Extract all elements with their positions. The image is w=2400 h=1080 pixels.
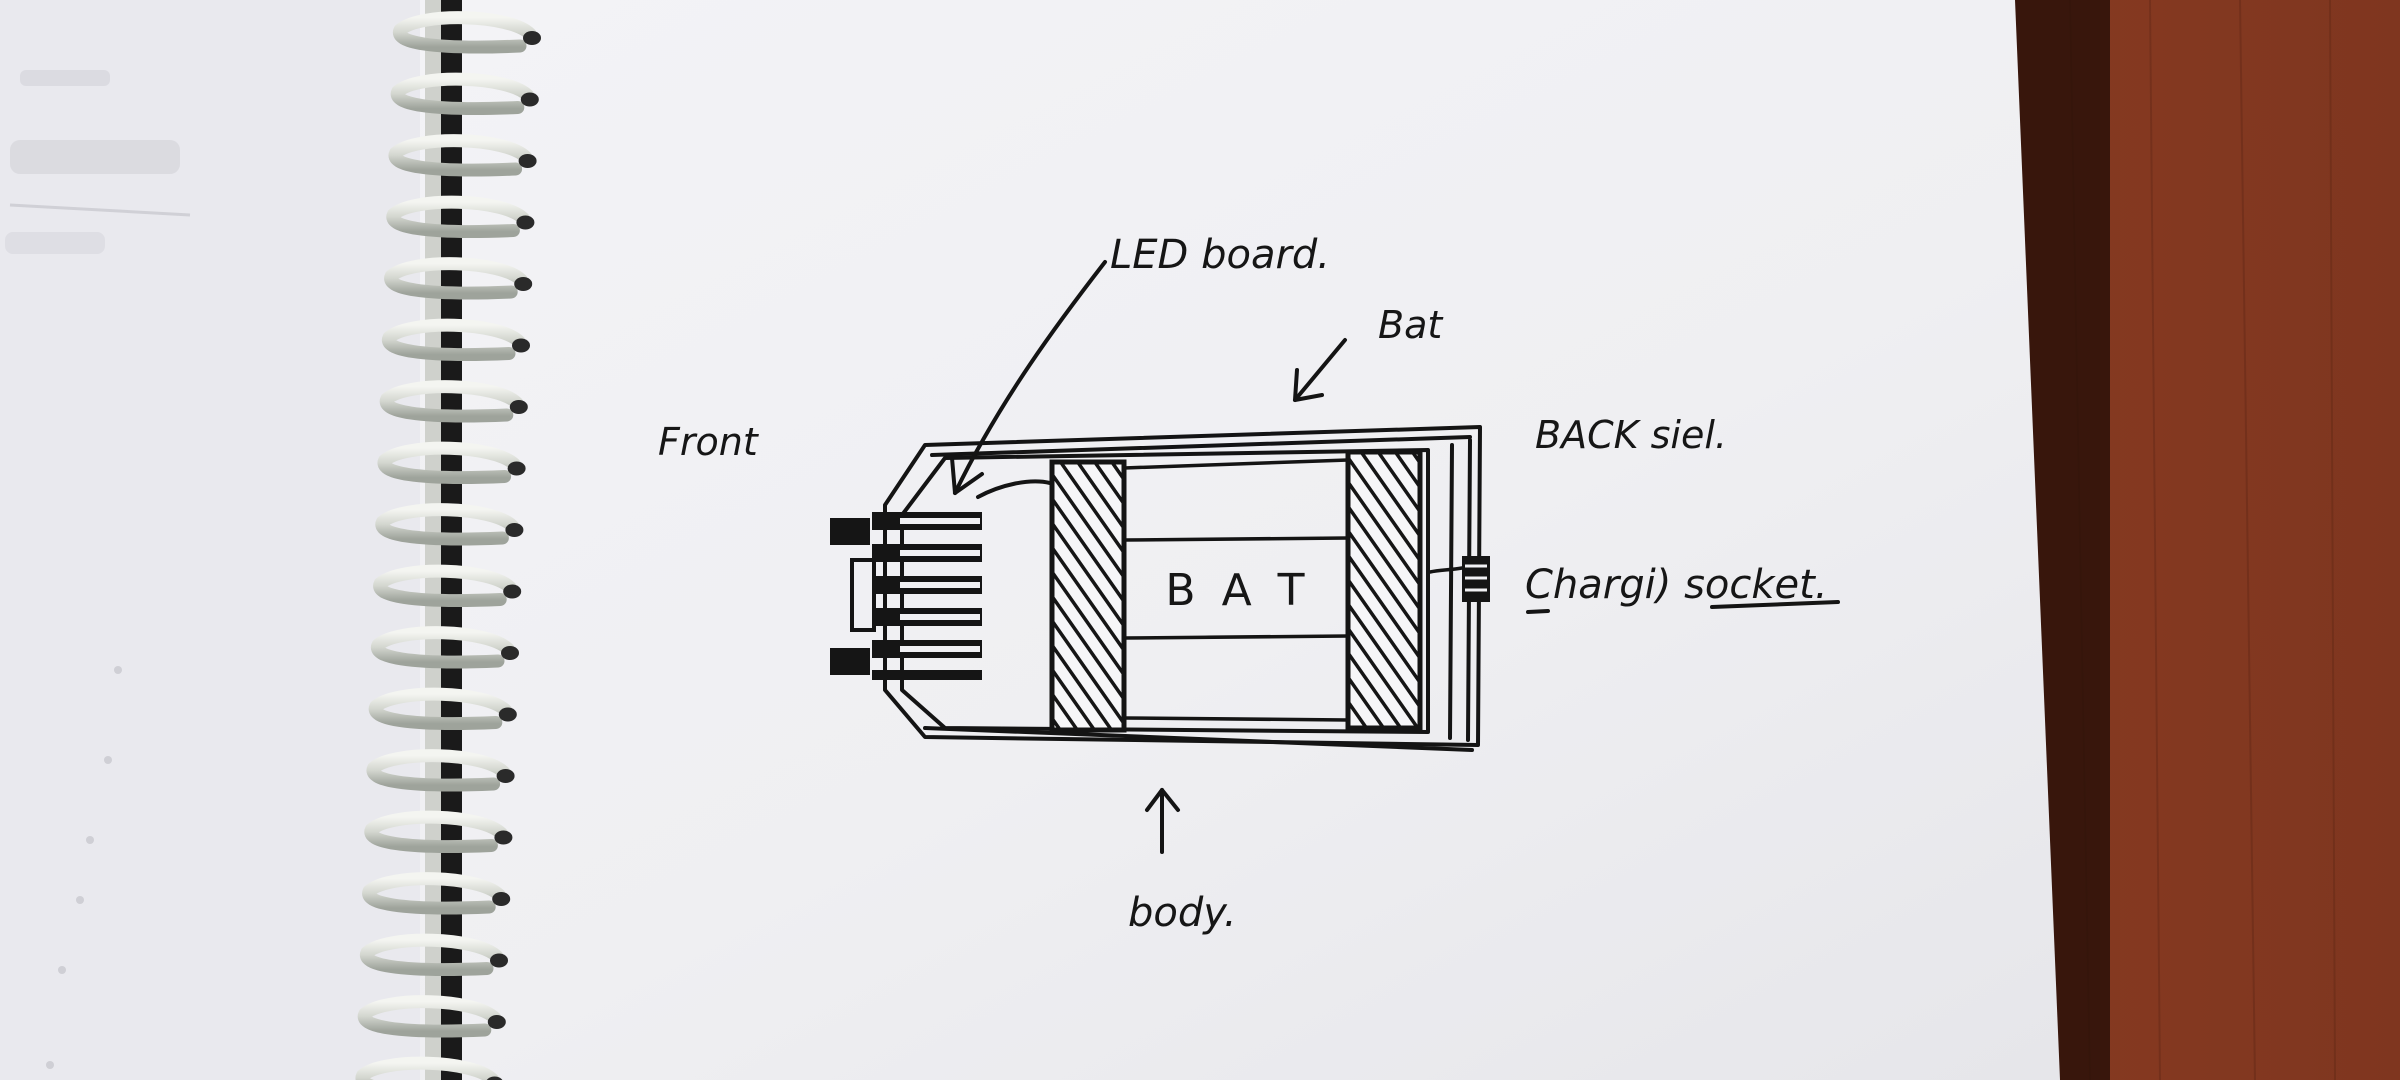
device-body-outline — [883, 425, 1482, 752]
spiral-ring — [362, 872, 506, 915]
binding-hole — [498, 707, 517, 722]
charging-underline-1 — [1526, 609, 1550, 614]
binding-hole — [486, 1076, 503, 1080]
spiral-ring — [366, 749, 511, 792]
spiral-ring — [364, 810, 508, 854]
spiral-ring — [355, 1056, 500, 1080]
left-page-faint-writing — [5, 70, 191, 1069]
led-board-arrowhead — [950, 456, 984, 495]
spiral-ring — [384, 257, 528, 300]
spiral-ring — [379, 380, 524, 423]
binding-hole — [505, 523, 524, 537]
binding-hole — [516, 215, 535, 230]
spiral-ring — [375, 503, 519, 546]
charging-underline-2 — [1710, 600, 1840, 609]
spiral-ring — [373, 564, 517, 608]
binding-hole — [496, 769, 515, 783]
bat-arrow — [1293, 338, 1347, 402]
battery-label: B A T — [1165, 565, 1310, 616]
back-side-label: BACK siel. — [1535, 413, 1727, 457]
binding-hole — [514, 277, 533, 291]
battery-terminal-left — [1049, 459, 1127, 733]
spiral-ring — [393, 11, 537, 54]
binding-hole — [518, 154, 537, 168]
battery-terminal-right — [1345, 449, 1423, 731]
binding-hole — [520, 92, 539, 107]
spiral-ring — [371, 626, 515, 669]
binding-hole — [507, 461, 526, 476]
spiral-ring — [390, 72, 535, 116]
bat-pointer-label: Bat — [1378, 303, 1444, 347]
body-arrowhead — [1145, 788, 1180, 812]
binding-hole — [512, 338, 530, 353]
spiral-ring — [357, 995, 502, 1038]
binding-hole — [503, 584, 522, 599]
binding-hole — [492, 892, 511, 906]
spiral-ring — [388, 134, 533, 177]
left-page — [0, 0, 420, 1080]
binding-hole — [509, 400, 528, 414]
binding-hole — [501, 646, 519, 660]
bat-arrowhead — [1293, 368, 1324, 402]
led-board-arrow — [953, 260, 1107, 495]
spiral-binding-icon — [355, 0, 541, 1080]
front-label: Front — [658, 420, 760, 464]
charging-socket — [1428, 556, 1490, 602]
battery-cells — [1122, 458, 1350, 722]
body-label: body. — [1128, 890, 1237, 936]
spiral-ring — [360, 933, 504, 977]
binding-hole — [490, 953, 508, 968]
binding-hole — [487, 1015, 506, 1029]
led-board — [830, 512, 982, 680]
spiral-ring — [368, 687, 513, 731]
binding-hole — [494, 830, 513, 845]
charging-socket-label: Chargi) socket. — [1525, 562, 1828, 608]
spiral-ring — [382, 318, 526, 362]
spiral-ring — [386, 195, 530, 239]
annotation-arrows — [950, 260, 1840, 854]
led-board-label: LED board. — [1110, 232, 1330, 278]
binding-hole — [523, 31, 541, 45]
spiral-ring — [377, 441, 522, 485]
